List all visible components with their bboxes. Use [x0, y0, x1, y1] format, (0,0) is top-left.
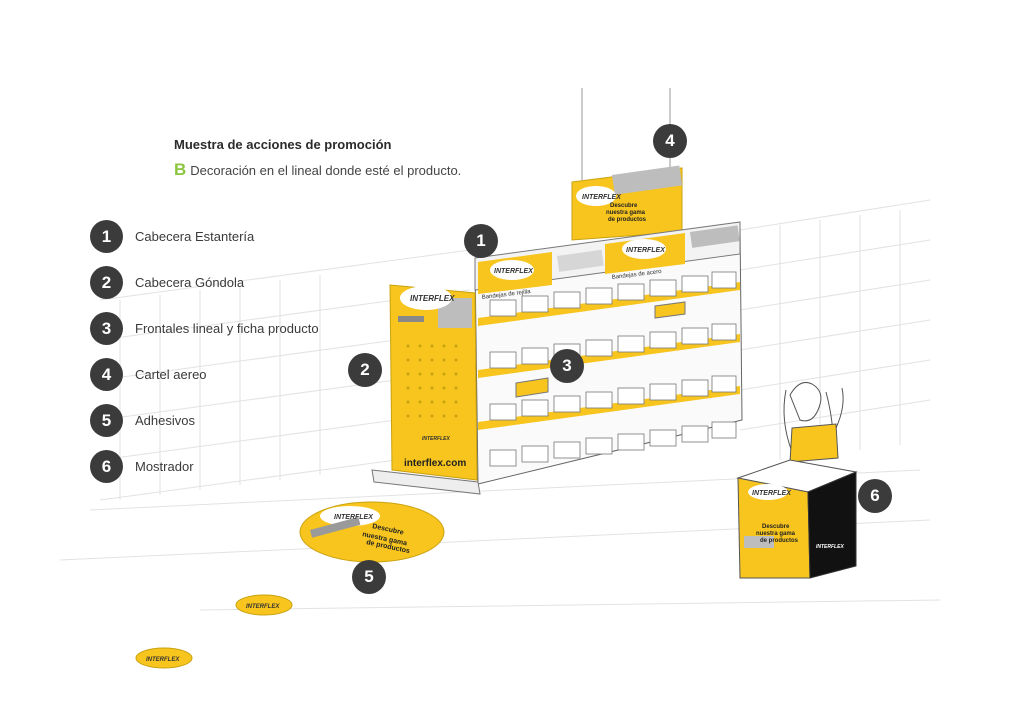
small-sticker-logo-2: INTERFLEX	[146, 657, 180, 663]
small-floor-stickers	[135, 594, 293, 669]
legend-number-badge: 1	[90, 220, 123, 253]
section-description: Decoración en el lineal donde esté el pr…	[190, 163, 462, 178]
section-letter: B	[174, 160, 187, 179]
counter-line3: de productos	[760, 538, 799, 544]
aerial-sign-line3: de productos	[608, 217, 647, 223]
legend-label: Mostrador	[135, 459, 194, 474]
shelf-header-logo-right: INTERFLEX	[626, 247, 666, 254]
background-shelving	[59, 199, 941, 611]
legend-item: 5 Adhesivos	[90, 404, 195, 437]
legend-item: 6 Mostrador	[90, 450, 194, 483]
aerial-sign	[571, 165, 683, 241]
legend-number-badge: 5	[90, 404, 123, 437]
legend-number-badge: 6	[90, 450, 123, 483]
floor-sticker-logo: INTERFLEX	[334, 514, 374, 521]
legend-label: Cartel aereo	[135, 367, 207, 382]
legend-label: Cabecera Estantería	[135, 229, 255, 244]
counter-logo: INTERFLEX	[752, 490, 792, 497]
callout-2: 2	[348, 353, 382, 387]
legend-item: 2 Cabecera Góndola	[90, 266, 244, 299]
page-title: Muestra de acciones de promoción	[174, 137, 392, 152]
aerial-sign-line1: Descubre	[610, 203, 638, 209]
callout-3: 3	[550, 349, 584, 383]
floor-sticker	[299, 501, 445, 563]
callout-6: 6	[858, 479, 892, 513]
legend-label: Cabecera Góndola	[135, 275, 245, 290]
gondola-logo: INTERFLEX	[410, 294, 455, 303]
legend-item: 3 Frontales lineal y ficha producto	[90, 312, 319, 345]
promo-counter	[736, 381, 858, 579]
gondola-website: interflex.com	[404, 458, 466, 469]
legend-number-badge: 2	[90, 266, 123, 299]
aerial-sign-logo: INTERFLEX	[582, 194, 622, 201]
legend-label: Adhesivos	[135, 413, 195, 428]
legend-number-badge: 3	[90, 312, 123, 345]
small-sticker-logo-1: INTERFLEX	[246, 604, 280, 610]
callout-1: 1	[464, 224, 498, 258]
counter-line2: nuestra gama	[756, 531, 796, 537]
legend-item: 4 Cartel aereo	[90, 358, 207, 391]
legend-number-badge: 4	[90, 358, 123, 391]
counter-logo-side: INTERFLEX	[816, 544, 844, 550]
main-shelf-unit	[474, 221, 743, 485]
gondola-end-cap	[371, 284, 481, 495]
aerial-sign-line2: nuestra gama	[606, 210, 646, 216]
gondola-logo-small: INTERFLEX	[422, 436, 450, 442]
callout-5: 5	[352, 560, 386, 594]
legend-item: 1 Cabecera Estantería	[90, 220, 254, 253]
counter-line1: Descubre	[762, 524, 790, 530]
shelf-header-logo-left: INTERFLEX	[494, 268, 534, 275]
callout-4: 4	[653, 124, 687, 158]
legend-label: Frontales lineal y ficha producto	[135, 321, 319, 336]
